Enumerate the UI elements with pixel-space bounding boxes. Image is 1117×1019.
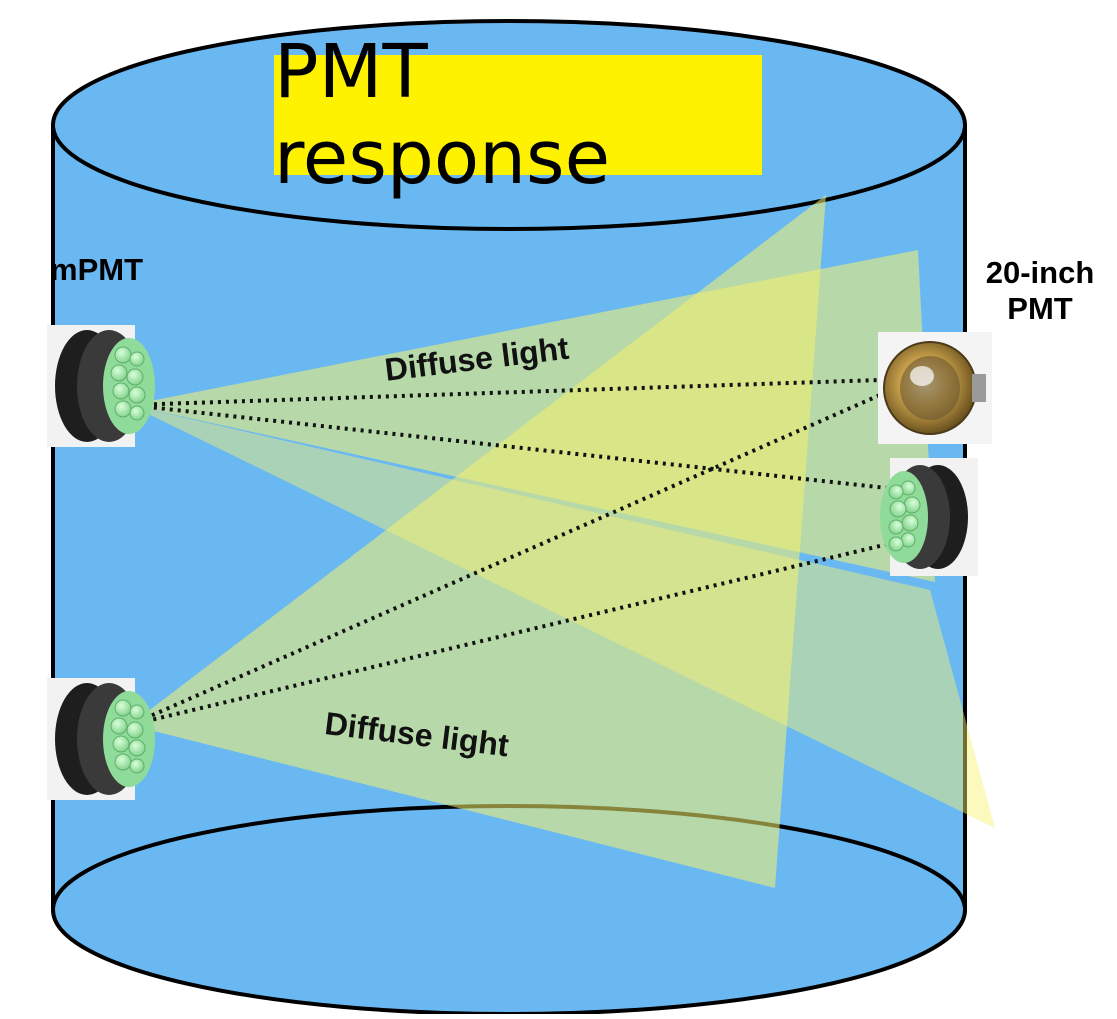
- pmt20-label-line1: 20-inch: [985, 255, 1095, 290]
- mpmt-icon: [880, 458, 978, 576]
- tank-bottom: [51, 804, 967, 1016]
- light-paths: [129, 378, 906, 727]
- mpmt-icon: [47, 325, 155, 447]
- light-cone-lower-fan: [130, 195, 826, 888]
- light-cone-upper-to-bottom: [130, 405, 995, 828]
- mpmt-icon: [47, 678, 155, 800]
- pmt20-label: 20-inch PMT: [960, 255, 1117, 327]
- path-lower-to-pmt20: [129, 393, 881, 727]
- pmt20-icon: [878, 332, 992, 444]
- pmt20-label-line2: PMT: [1007, 291, 1073, 326]
- mpmt-label: mPMT: [50, 252, 143, 287]
- path-upper-to-mpmt-right: [129, 403, 906, 492]
- diagram-title: PMT response: [274, 29, 762, 201]
- path-upper-to-pmt20: [129, 378, 881, 407]
